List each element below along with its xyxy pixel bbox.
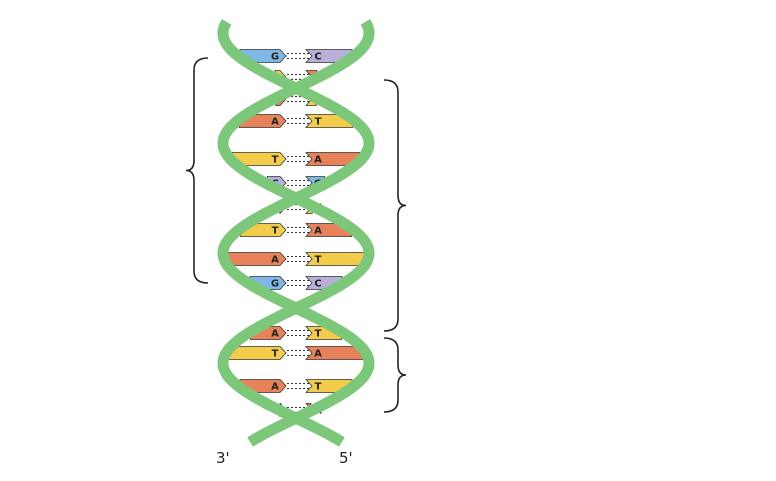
- base-left-letter: A: [271, 117, 279, 128]
- base-right-letter: T: [315, 255, 322, 266]
- base-left-letter: A: [271, 382, 279, 393]
- base-left-letter: T: [272, 349, 279, 360]
- base-left-letter: A: [271, 255, 279, 266]
- base-right-letter: A: [314, 226, 322, 237]
- end-label-5-prime: 5': [339, 449, 353, 467]
- end-label-3-prime: 3': [216, 449, 230, 467]
- base-left-letter: G: [271, 279, 279, 290]
- base-right-letter: A: [314, 155, 322, 166]
- base-left-letter: T: [272, 155, 279, 166]
- base-right-letter: C: [314, 279, 321, 290]
- base-right-letter: T: [315, 329, 322, 340]
- brackets-group: [185, 57, 407, 413]
- base-right-letter: A: [314, 349, 322, 360]
- base-left-letter: T: [272, 226, 279, 237]
- right-bracket-lower: [383, 337, 407, 413]
- base-left-letter: G: [271, 52, 279, 63]
- right-bracket-upper: [383, 79, 407, 332]
- base-left-letter: A: [271, 329, 279, 340]
- backbone-strands-group: [217, 19, 375, 447]
- base-right-letter: C: [314, 52, 321, 63]
- backbone-strand-3-prime: [217, 19, 375, 447]
- left-bracket: [185, 57, 209, 284]
- base-right-letter: T: [315, 382, 322, 393]
- base-right-block: [305, 152, 361, 166]
- base-right-letter: T: [315, 117, 322, 128]
- backbone-strand-5-prime: [217, 19, 375, 447]
- base-right-block: [305, 252, 367, 266]
